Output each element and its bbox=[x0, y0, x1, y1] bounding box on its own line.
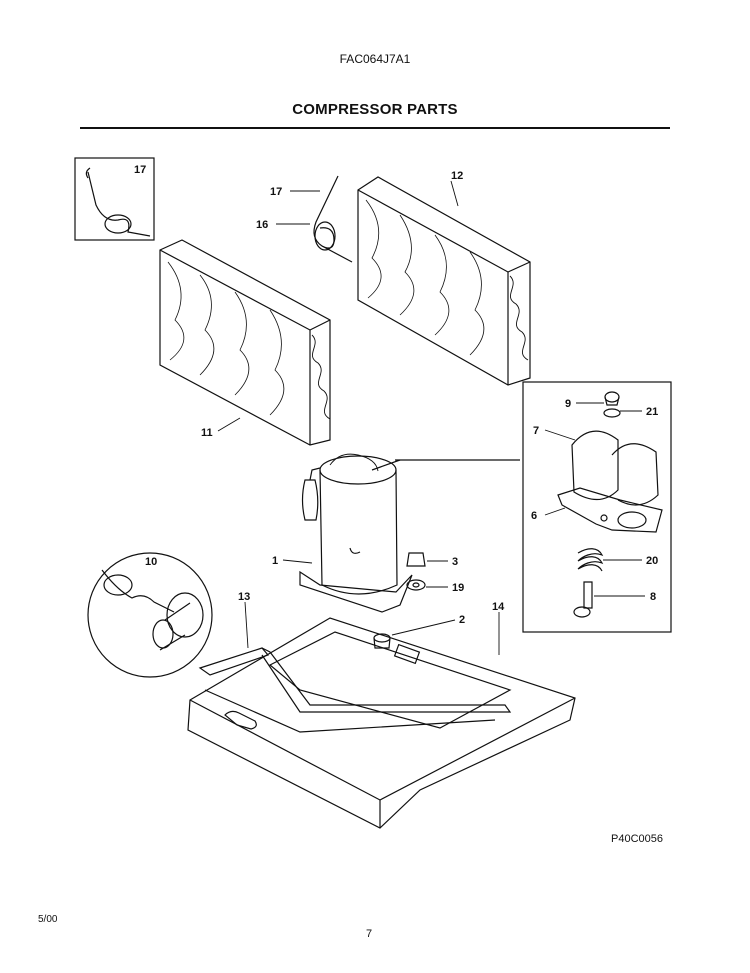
callout-12: 12 bbox=[451, 170, 463, 182]
callout-13: 13 bbox=[238, 591, 250, 603]
callout-21: 21 bbox=[646, 406, 658, 418]
capillary-tube-16-17 bbox=[313, 175, 353, 263]
revision-date: 5/00 bbox=[38, 914, 58, 925]
washer-19 bbox=[406, 579, 426, 591]
page-number: 7 bbox=[366, 928, 373, 940]
callout-3: 3 bbox=[452, 556, 458, 568]
leader-lines bbox=[217, 180, 645, 655]
coil-11 bbox=[159, 239, 331, 446]
callout-7: 7 bbox=[533, 425, 539, 437]
callout-14: 14 bbox=[492, 601, 505, 613]
base-pan-14 bbox=[187, 617, 576, 829]
callout-17-inset: 17 bbox=[134, 164, 146, 176]
title-rule bbox=[80, 127, 670, 129]
drawing-reference: P40C0056 bbox=[611, 833, 663, 845]
inset-10-detail bbox=[87, 552, 213, 678]
callout-6: 6 bbox=[531, 510, 537, 522]
compressor-1 bbox=[299, 453, 413, 613]
callout-19: 19 bbox=[452, 582, 464, 594]
callout-20: 20 bbox=[646, 555, 658, 567]
coil-12 bbox=[357, 176, 531, 386]
callout-16: 16 bbox=[256, 219, 268, 231]
callout-9: 9 bbox=[565, 398, 571, 410]
model-number: FAC064J7A1 bbox=[339, 52, 411, 66]
callout-8: 8 bbox=[650, 591, 656, 603]
channel-13 bbox=[198, 647, 512, 733]
callout-10: 10 bbox=[145, 556, 157, 568]
callout-2: 2 bbox=[459, 614, 465, 626]
nut-3 bbox=[406, 552, 426, 567]
protector-detail-box bbox=[371, 381, 672, 633]
inset-17-detail bbox=[74, 157, 155, 241]
callout-11: 11 bbox=[201, 427, 213, 439]
callout-1: 1 bbox=[272, 555, 278, 567]
callout-numbers: 17 17 16 12 11 1 3 19 2 10 13 14 9 21 7 … bbox=[134, 164, 658, 626]
section-title: COMPRESSOR PARTS bbox=[292, 101, 458, 118]
callout-17: 17 bbox=[270, 186, 282, 198]
